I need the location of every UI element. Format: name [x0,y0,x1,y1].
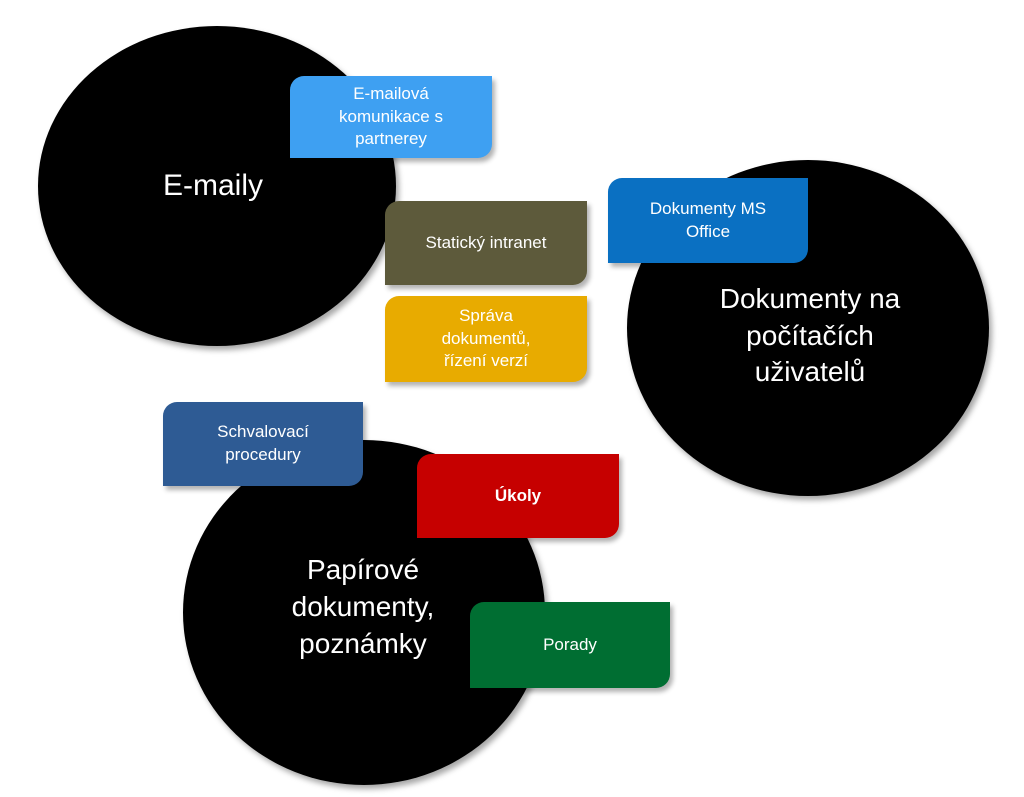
box-ukoly-label: Úkoly [494,485,542,505]
circle-emaily: E-maily [38,26,396,346]
circle-emaily-label: E-maily [162,169,263,203]
box-staticky-intranet: Statický intranet [385,201,587,285]
box-porady-label: Porady [543,634,597,654]
box-porady: Porady [470,602,670,688]
box-ukoly: Úkoly [417,454,619,538]
box-staticky-label: Statický intranet [425,232,547,252]
